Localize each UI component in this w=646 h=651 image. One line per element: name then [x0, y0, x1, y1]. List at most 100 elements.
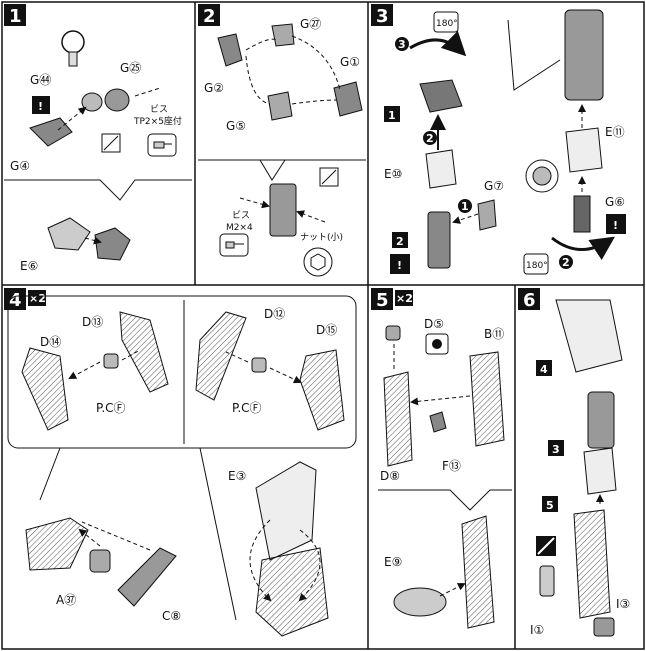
part-g2-shape	[217, 33, 243, 67]
shield-assembly-shape	[555, 299, 623, 373]
part-b11-shape	[469, 351, 505, 447]
label-f13: F⑬	[442, 459, 461, 473]
svg-text:4: 4	[540, 363, 548, 376]
svg-text:2: 2	[396, 235, 404, 248]
label-e9: E⑨	[384, 555, 402, 569]
svg-text:!: !	[613, 219, 618, 232]
part-e6-shape	[47, 217, 91, 251]
part-g6-shape	[573, 195, 591, 233]
svg-text:3: 3	[552, 443, 560, 456]
label-g44: G㊹	[30, 73, 51, 87]
label-g4: G④	[10, 159, 30, 173]
leg-assembly-shape-6	[587, 391, 615, 449]
step-4-panel: 4 ×2 D⑬ D⑭ D⑫ D⑮ P.CⒻ P.CⒻ E③ A㊲ C⑧	[4, 288, 357, 637]
part-d5-shape	[385, 325, 401, 341]
part-d8-shape	[383, 371, 413, 467]
step-2-assembly-shape	[427, 211, 451, 269]
label-g7: G⑦	[484, 179, 504, 193]
svg-text:180°: 180°	[436, 19, 458, 29]
part-g5-shape	[267, 91, 293, 121]
svg-text:2: 2	[426, 132, 434, 145]
part-g4-shape	[29, 117, 73, 147]
label-b11: B⑪	[484, 327, 504, 341]
step-5-panel: 5 ×2 D⑤ B⑪ D⑧ F⑬ E⑨	[371, 288, 512, 629]
label-screw-spec: TP2×5座付	[133, 115, 182, 127]
assembled-shield-shape	[255, 547, 329, 637]
label-e10: E⑩	[384, 167, 402, 181]
label-c8: C⑧	[162, 609, 181, 623]
label-pcf-right: P.CⒻ	[232, 401, 262, 415]
warning-badge-3	[606, 214, 626, 234]
svg-text:2: 2	[562, 256, 570, 269]
step-2-panel: 2 G㉗ G② G① G⑤ ビス M2×4 ナット(小)	[198, 4, 366, 277]
part-d14-shape	[21, 347, 69, 431]
step-1-assembly-shape	[419, 79, 463, 113]
label-g27: G㉗	[300, 17, 321, 31]
label-d13: D⑬	[82, 315, 103, 329]
part-c8-shape	[117, 547, 177, 607]
label-i3: I③	[616, 597, 630, 611]
svg-text:1: 1	[461, 200, 469, 213]
step-5-number: 5	[376, 290, 389, 311]
label-g25: G㉕	[120, 61, 141, 75]
label-nut: ナット(小)	[300, 232, 343, 243]
rotate-180-icon-2	[523, 253, 549, 275]
step-4-number: 4	[9, 290, 22, 311]
label-d5: D⑤	[424, 317, 444, 331]
step-1-number: 1	[9, 6, 22, 27]
step-3-number: 3	[376, 6, 389, 27]
label-e3: E③	[228, 469, 246, 483]
part-g1-shape	[333, 81, 363, 117]
svg-text:!: !	[38, 100, 43, 113]
step-4-multiplier: ×2	[29, 292, 46, 305]
svg-text:5: 5	[546, 499, 554, 512]
part-d15-shape	[299, 349, 345, 431]
part-g44-shape	[81, 92, 103, 112]
part-blade-shape	[25, 517, 89, 571]
part-g25-shape	[104, 88, 130, 112]
part-a37-shape	[89, 549, 111, 573]
arm-assembly-shape	[573, 509, 611, 619]
label-screw: ビス	[150, 104, 168, 115]
label-pcf-left: P.CⒻ	[96, 401, 126, 415]
step-2-number: 2	[203, 6, 216, 27]
label-g6: G⑥	[605, 195, 625, 209]
label-e6: E⑥	[20, 259, 38, 273]
part-d12-shape	[195, 311, 247, 401]
part-i1-shape	[539, 565, 555, 597]
leg-assembly-shape	[564, 9, 604, 101]
step-1-panel: 1 ! G㊹ G㉕ G④ E⑥ ビス TP2×5座付	[4, 4, 192, 273]
label-d15: D⑮	[316, 323, 337, 337]
armor-assembly-shape	[583, 447, 617, 495]
screw-icon	[147, 133, 177, 157]
label-screw-2: ビス	[232, 210, 250, 221]
assembled-arm-shape	[461, 515, 495, 629]
part-e10-shape	[425, 149, 457, 189]
label-g2: G②	[204, 81, 224, 95]
part-e11-shape	[565, 127, 603, 173]
step-6-number: 6	[523, 290, 536, 311]
screw-m2-icon	[219, 233, 249, 257]
svg-text:1: 1	[388, 109, 396, 122]
svg-text:!: !	[397, 259, 402, 272]
step-3-panel: 3 180° 3 1 2 1 2 ! 2 180°	[371, 4, 626, 275]
label-g5: G⑤	[226, 119, 246, 133]
warning-badge	[32, 96, 50, 114]
label-d12: D⑫	[264, 307, 285, 321]
part-pcf-left-shape	[103, 353, 119, 369]
step-6-panel: 6 4 3 5 I① I③	[518, 288, 630, 637]
label-i1: I①	[530, 623, 544, 637]
label-screw-spec-2: M2×4	[226, 223, 253, 233]
label-a37: A㊲	[56, 593, 76, 607]
step-5-multiplier: ×2	[396, 292, 413, 305]
part-i3-shape	[593, 617, 615, 637]
part-e9-shape	[393, 587, 447, 617]
label-d14: D⑭	[40, 335, 61, 349]
label-g1: G①	[340, 55, 360, 69]
pin-part-shape	[61, 30, 85, 54]
part-f13-shape	[429, 411, 447, 433]
label-e11: E⑪	[605, 125, 625, 139]
nut-icon	[303, 247, 333, 277]
part-g27-shape	[271, 23, 295, 47]
